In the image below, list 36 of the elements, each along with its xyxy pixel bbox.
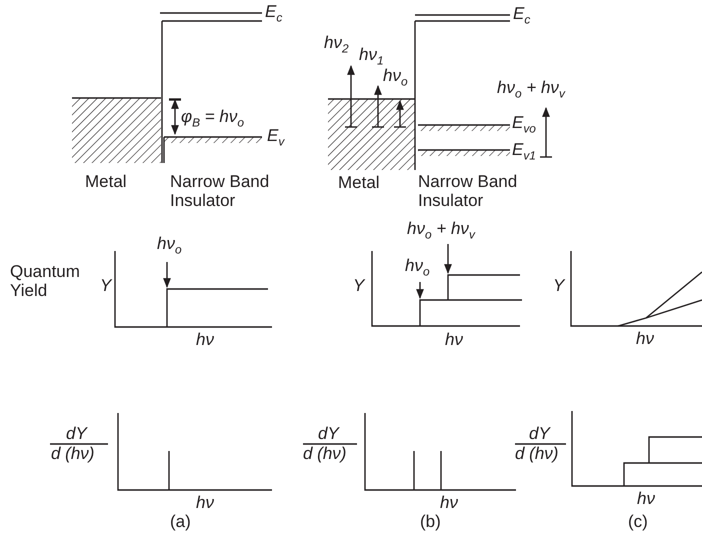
threshold-label: hν$_{o}$ + hν$_{v}$ <box>407 220 475 242</box>
axis-title: dY <box>318 425 339 444</box>
energy-level-label: E$_{c}$ <box>265 3 282 24</box>
energy-level-label: E$_{vo}$ <box>512 114 536 136</box>
region-label: Metal <box>85 173 127 192</box>
axis-title: dY <box>529 425 550 444</box>
axis-title: d (hν) <box>515 445 558 464</box>
axis-title: hν <box>445 331 463 350</box>
photon-energy-label: hν$_{2}$ <box>324 34 349 56</box>
axis-title: hν <box>196 331 214 350</box>
panel-label: (a) <box>170 513 191 532</box>
panel-label: (c) <box>628 513 648 532</box>
region-label: Narrow Band Insulator <box>418 173 518 210</box>
axis-title: hν <box>440 494 458 513</box>
region-label: Narrow Band Insulator <box>170 173 270 210</box>
axis-title: hν <box>196 494 214 513</box>
photon-energy-label: hν$_{o}$ <box>383 67 408 88</box>
axis-title: hν <box>637 490 655 509</box>
axis-title: d (hν) <box>51 445 94 464</box>
barrier-label: φ$_{B}$ = hν$_{o}$ <box>181 108 244 130</box>
panel-label: (b) <box>420 513 441 532</box>
energy-level-label: E$_{v}$ <box>267 127 284 148</box>
threshold-label: hν$_{o}$ <box>157 235 182 256</box>
photon-energy-label: hν$_{o}$ + hν$_{v}$ <box>497 79 565 100</box>
axis-title: Y <box>100 277 112 296</box>
axis-title: Quantum Yield <box>10 263 80 300</box>
region-label: Metal <box>338 174 380 193</box>
energy-level-label: E$_{c}$ <box>513 5 530 26</box>
energy-level-label: E$_{v1}$ <box>512 141 536 162</box>
threshold-label: hν$_{o}$ <box>405 257 430 278</box>
photon-energy-label: hν$_{1}$ <box>359 46 384 68</box>
axis-title: hν <box>636 330 654 349</box>
axis-title: Y <box>553 277 564 296</box>
axis-title: Y <box>353 277 364 296</box>
axis-title: d (hν) <box>303 445 346 464</box>
axis-title: dY <box>66 425 87 444</box>
